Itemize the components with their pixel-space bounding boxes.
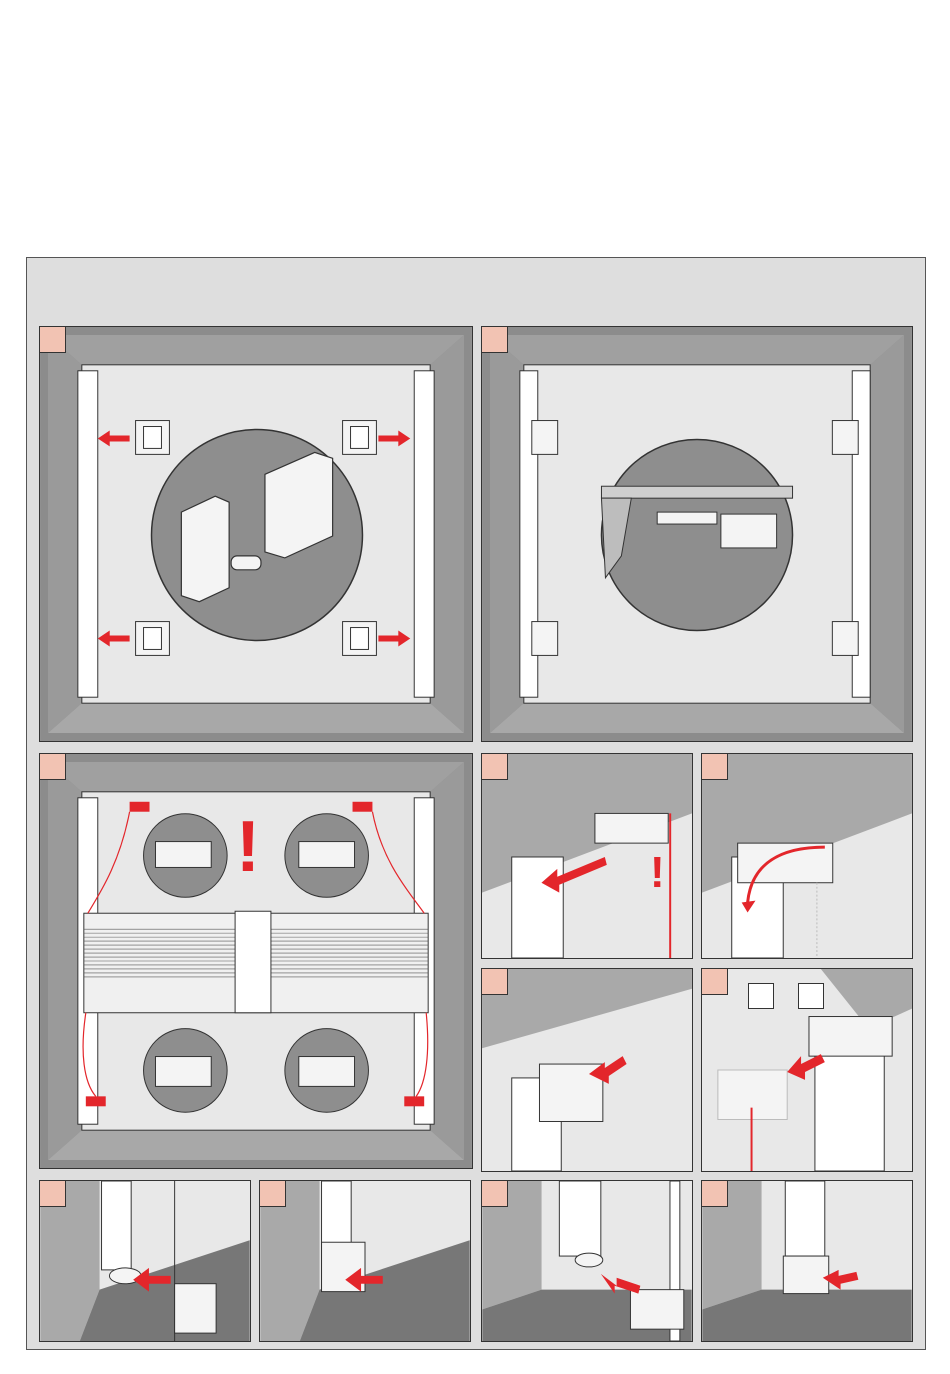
step-badge-11 — [702, 1181, 728, 1207]
step-badge-4 — [482, 754, 508, 780]
step-badge-1 — [40, 327, 66, 353]
panel-step-4: ! — [481, 753, 693, 959]
window-frame-illustration — [40, 327, 472, 741]
bracket-illustration — [702, 754, 912, 958]
panel-step-3: ! — [39, 753, 473, 1169]
step-badge-6 — [482, 969, 508, 995]
panel-step-1 — [39, 326, 473, 742]
instruction-sheet: ! ! — [26, 257, 926, 1350]
clip-top-left — [136, 421, 170, 455]
bracket-illustration — [482, 969, 692, 1171]
step-badge-5 — [702, 754, 728, 780]
panel-step-9 — [259, 1180, 471, 1342]
panel-step-2 — [481, 326, 913, 742]
step-badge-8 — [40, 1181, 66, 1207]
step-badge-3 — [40, 754, 66, 780]
legend-box-left — [748, 983, 774, 1009]
pleated-blind — [84, 911, 428, 1013]
panel-step-8 — [39, 1180, 251, 1342]
endcap-illustration — [482, 1181, 692, 1341]
panel-step-10 — [481, 1180, 693, 1342]
step-badge-9 — [260, 1181, 286, 1207]
window-frame-illustration — [482, 327, 912, 741]
step-badge-7 — [702, 969, 728, 995]
step-badge-10 — [482, 1181, 508, 1207]
endcap-illustration — [702, 1181, 912, 1341]
warning-mark: ! — [236, 806, 260, 888]
panel-step-6 — [481, 968, 693, 1172]
panel-step-7 — [701, 968, 913, 1172]
endcap-illustration — [260, 1181, 470, 1341]
panel-step-5 — [701, 753, 913, 959]
step-badge-2 — [482, 327, 508, 353]
endcap-illustration — [40, 1181, 250, 1341]
panel-step-11 — [701, 1180, 913, 1342]
legend-box-right — [798, 983, 824, 1009]
warning-mark: ! — [650, 848, 665, 898]
